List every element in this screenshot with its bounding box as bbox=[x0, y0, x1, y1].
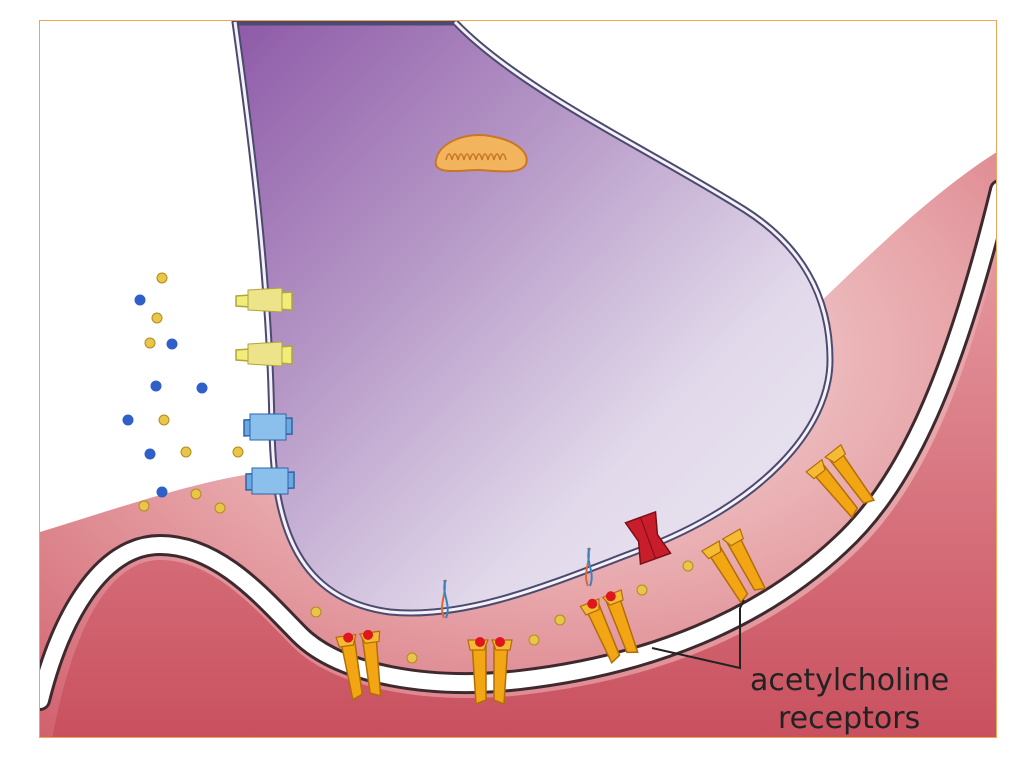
receptor-binding-site bbox=[605, 591, 616, 602]
yellow-channel-top bbox=[235, 287, 293, 313]
docking-protein-left bbox=[441, 579, 449, 619]
acetylcholine-receptor bbox=[467, 637, 513, 706]
acetylcholine-molecule bbox=[636, 584, 648, 596]
docking-protein-right bbox=[585, 547, 593, 587]
acetylcholine-molecule bbox=[190, 488, 202, 500]
acetylcholine-receptor bbox=[579, 589, 639, 665]
muscle-fiber bbox=[40, 152, 996, 737]
receptor-binding-site bbox=[363, 629, 374, 640]
acetylcholine-molecule bbox=[310, 606, 322, 618]
acetylcholine-receptor bbox=[335, 629, 382, 701]
annotation-pointer bbox=[651, 608, 741, 670]
blue-molecule bbox=[156, 486, 168, 498]
receptor-binding-site bbox=[587, 598, 598, 609]
blue-molecule bbox=[150, 380, 162, 392]
muscle-cytoplasm bbox=[52, 256, 996, 737]
blue-molecule bbox=[144, 448, 156, 460]
acetylcholine-molecule bbox=[144, 337, 156, 349]
muscle-membrane-inner bbox=[40, 183, 996, 708]
blue-molecule bbox=[166, 338, 178, 350]
blue-molecules bbox=[122, 294, 208, 498]
acetylcholine-molecule bbox=[528, 634, 540, 646]
red-channel bbox=[624, 510, 672, 566]
acetylcholine-molecule bbox=[138, 500, 150, 512]
yellow-channel-bottom bbox=[235, 341, 293, 367]
acetylcholine-receptor bbox=[805, 443, 876, 519]
acetylcholine-molecule bbox=[232, 446, 244, 458]
acetylcholine-molecule bbox=[151, 312, 163, 324]
mitochondrion bbox=[434, 134, 528, 173]
acetylcholine-molecule bbox=[554, 614, 566, 626]
blue-channel-bottom bbox=[245, 467, 295, 495]
receptor-binding-site bbox=[343, 632, 354, 643]
acetylcholine-molecules bbox=[138, 272, 694, 664]
receptor-binding-site bbox=[475, 637, 485, 647]
acetylcholine-molecule bbox=[682, 560, 694, 572]
blue-molecule bbox=[122, 414, 134, 426]
receptor-binding-site bbox=[495, 637, 505, 647]
acetylcholine-molecule bbox=[406, 652, 418, 664]
acetylcholine-molecule bbox=[214, 502, 226, 514]
acetylcholine-molecule bbox=[180, 446, 192, 458]
annotation-label-line2: receptors bbox=[778, 701, 920, 736]
acetylcholine-receptor bbox=[701, 528, 767, 604]
nerve-terminal-membrane bbox=[233, 21, 832, 615]
annotation-label-line1: acetylcholine bbox=[750, 663, 949, 698]
blue-molecule bbox=[134, 294, 146, 306]
annotation-pointer-tick bbox=[739, 599, 745, 609]
blue-channel-top bbox=[243, 413, 293, 441]
acetylcholine-molecule bbox=[156, 272, 168, 284]
blue-molecule bbox=[196, 382, 208, 394]
acetylcholine-molecule bbox=[158, 414, 170, 426]
